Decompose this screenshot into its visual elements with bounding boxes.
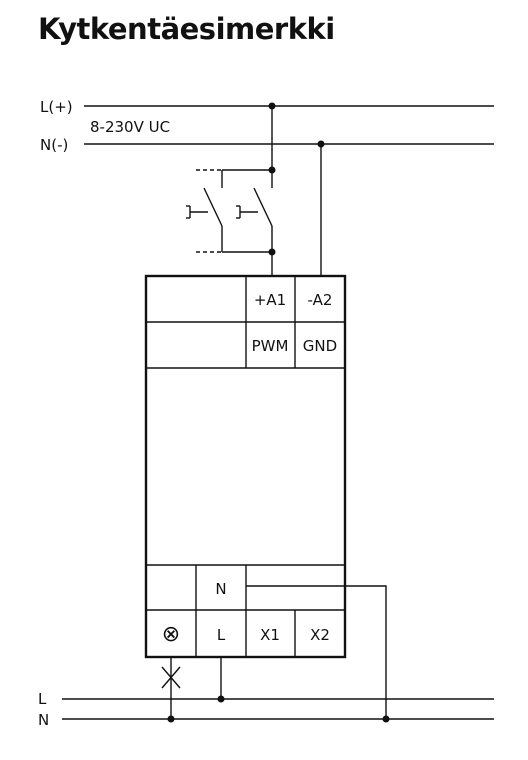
supply-voltage-label: 8-230V UC [90,118,170,136]
terminal-x1-label: X1 [260,626,280,644]
junction-dot-n-lamp [167,715,175,723]
junction-dot-l [217,695,225,703]
terminal-a1-label: +A1 [254,291,286,309]
mains-l-label: L [38,690,47,708]
terminal-pwm-label: PWM [252,337,289,355]
terminal-n-label: N [215,580,226,598]
push-button-switches [186,166,276,276]
junction-dot-n-device [382,715,390,723]
supply-plus-label: L(+) [40,98,73,116]
page-title: Kytkentäesimerkki [38,12,335,46]
terminal-a2-label: -A2 [308,291,333,309]
terminal-l-label: L [217,626,226,644]
supply-minus-label: N(-) [40,136,68,154]
lamp-icon: ⊗ [162,622,180,647]
neutral-wire [345,585,387,719]
mains-n-label: N [38,711,49,729]
terminal-x2-label: X2 [310,626,330,644]
terminal-gnd-label: GND [303,337,337,355]
